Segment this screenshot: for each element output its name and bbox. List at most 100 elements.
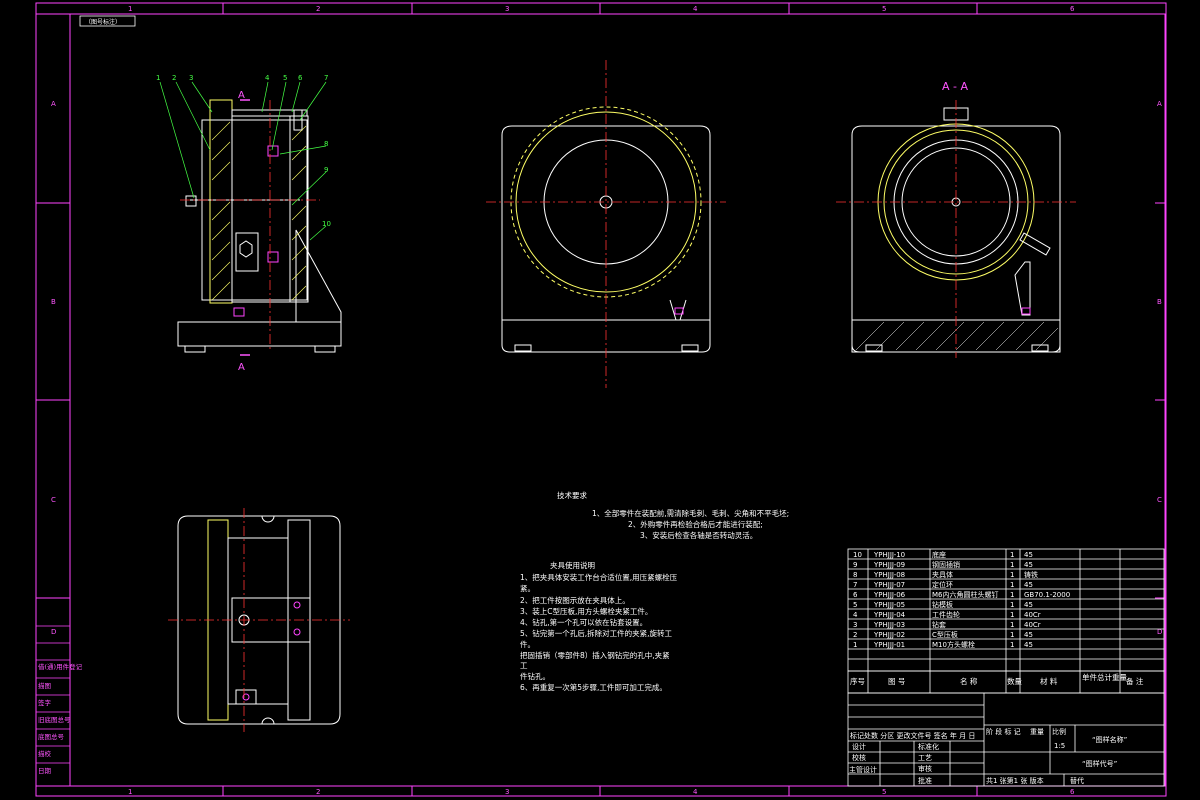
parts-row-10-qty: 1 — [1010, 551, 1014, 559]
grid-row-b: B — [51, 298, 56, 306]
tb-design: 设计 — [852, 742, 866, 751]
balloon-labels: 1 2 3 4 5 6 7 8 9 10 — [156, 74, 331, 228]
left-strip-labels: 借(通)用件登记 旧底图总号 底图总号 签字 日期 描图 描校 — [38, 662, 83, 775]
tb-weight: 重量 — [1030, 728, 1044, 736]
front-section-view — [177, 99, 342, 353]
parts-row-6-qty: 1 — [1010, 591, 1014, 599]
drawing-frame — [35, 2, 1167, 797]
grid-row-c-right: C — [1157, 496, 1162, 504]
parts-row-9-name: 钢固插销 — [932, 560, 960, 569]
strip-label-3: 底图总号 — [38, 732, 65, 741]
parts-row-10-no: 10 — [853, 551, 862, 559]
tech-item-2: 2、外购零件再检验合格后才能进行装配; — [628, 519, 763, 529]
tb-standard: 标准化 — [918, 742, 939, 751]
usage-line-4: 3、装上C型压板,用方头螺栓夹紧工件。 — [520, 606, 652, 616]
grid-row-b-right: B — [1157, 298, 1162, 306]
header-name: 名 称 — [960, 676, 978, 686]
aa-centerlines — [836, 100, 1076, 358]
header-code: 图 号 — [888, 677, 905, 686]
parts-row-8-no: 8 — [853, 571, 857, 579]
strip-label-1: 借(通)用件登记 — [38, 662, 83, 671]
usage-notes: 夹具使用说明 1、把夹具体安装工作台合适位置,用压紧螺栓压 紧。 2、把工件按图… — [520, 560, 678, 692]
balloon-9: 9 — [324, 166, 328, 174]
parts-row-6-code: YPHJJJ-06 — [873, 591, 906, 599]
parts-row-2-no: 2 — [853, 631, 857, 639]
top-left-stamp: （图号标注） — [79, 15, 136, 27]
balloon-10: 10 — [322, 220, 331, 228]
usage-title: 夹具使用说明 — [550, 560, 595, 570]
tb-check: 校核 — [852, 753, 866, 762]
usage-line-2: 紧。 — [520, 584, 535, 593]
tb-scale: 1:5 — [1054, 742, 1065, 750]
tb-review: 审核 — [918, 764, 932, 773]
parts-row-9-qty: 1 — [1010, 561, 1014, 569]
parts-row-7-no: 7 — [853, 581, 857, 589]
tb-replace: 替代 — [1070, 776, 1084, 785]
grid-row-a: A — [51, 100, 56, 108]
tb-drawing-code: “图样代号” — [1082, 759, 1117, 768]
usage-line-7: 件。 — [520, 639, 535, 649]
grid-row-d: D — [51, 628, 56, 636]
parts-row-3-qty: 1 — [1010, 621, 1014, 629]
parts-row-3-name: 钻套 — [932, 620, 946, 629]
parts-row-2-code: YPHJJJ-02 — [873, 631, 905, 639]
usage-line-11: 6、再重复一次第5步骤,工件即可加工完成。 — [520, 682, 667, 692]
parts-row-1-no: 1 — [853, 641, 857, 649]
parts-row-1-qty: 1 — [1010, 641, 1014, 649]
grid-col-3-bottom: 3 — [505, 788, 509, 796]
header-material: 材 料 — [1040, 676, 1058, 686]
parts-row-2-material: 45 — [1024, 631, 1033, 639]
parts-row-4-qty: 1 — [1010, 611, 1014, 619]
parts-list-header: 序号 图 号 名 称 数量 材 料 单件总计重量 备 注 — [850, 672, 1144, 686]
parts-row-5-name: 钻模板 — [932, 600, 953, 609]
balloon-5: 5 — [283, 74, 287, 82]
parts-row-8-name: 夹具体 — [932, 570, 953, 579]
grid-col-4-bottom: 4 — [693, 788, 698, 796]
tech-item-3: 3、安装后检查各轴是否转动灵活。 — [640, 530, 757, 540]
parts-row-2-name: C型压板 — [932, 630, 958, 639]
parts-row-2-qty: 1 — [1010, 631, 1014, 639]
balloon-3: 3 — [189, 74, 193, 82]
grid-col-5: 5 — [882, 5, 886, 13]
parts-row-3-code: YPHJJJ-03 — [873, 621, 905, 629]
parts-row-5-qty: 1 — [1010, 601, 1014, 609]
section-markers: A A — [238, 90, 250, 373]
usage-line-10: 件钻孔。 — [520, 671, 550, 681]
tb-scale-label: 比例 — [1052, 727, 1066, 736]
title-block-text: 标记处数 分区 更改文件号 签名 年 月 日 设计 校核 主管设计 标准化 工艺… — [849, 727, 1127, 785]
parts-row-3-no: 3 — [853, 621, 857, 629]
grid-col-3: 3 — [505, 5, 509, 13]
parts-row-8-code: YPHJJJ-08 — [873, 571, 905, 579]
left-strip — [36, 625, 70, 764]
parts-row-8-qty: 1 — [1010, 571, 1014, 579]
tb-mark-row: 标记处数 分区 更改文件号 签名 年 月 日 — [850, 731, 975, 740]
stamp-text: （图号标注） — [85, 18, 121, 26]
parts-row-4-material: 40Cr — [1024, 611, 1041, 619]
section-mark-bottom: A — [238, 362, 245, 373]
strip-label-2: 旧底图总号 — [38, 715, 71, 724]
parts-row-6-no: 6 — [853, 591, 858, 599]
header-remark: 备 注 — [1126, 676, 1144, 686]
strip-label-4: 签字 — [38, 698, 52, 707]
usage-line-3: 2、把工件按图示放在夹具体上。 — [520, 595, 630, 605]
front-section-hatch — [211, 121, 307, 301]
side-centerlines — [486, 60, 726, 388]
balloon-6: 6 — [298, 74, 303, 82]
header-qty: 数量 — [1007, 676, 1022, 686]
grid-col-5-bottom: 5 — [882, 788, 886, 796]
title-block-grid — [847, 692, 1165, 787]
parts-row-9-code: YPHJJJ-09 — [873, 561, 905, 569]
strip-label-7: 描校 — [38, 749, 52, 758]
parts-row-5-no: 5 — [853, 601, 857, 609]
parts-row-1-code: YPHJJJ-01 — [873, 641, 905, 649]
balloon-8: 8 — [324, 140, 328, 148]
parts-row-5-code: YPHJJJ-05 — [873, 601, 905, 609]
grid-col-6-bottom: 6 — [1070, 788, 1075, 796]
aa-section-hatch — [855, 321, 1059, 351]
grid-row-d-right: D — [1157, 628, 1162, 636]
parts-row-1-material: 45 — [1024, 641, 1033, 649]
balloon-7: 7 — [324, 74, 328, 82]
usage-line-5: 4、钻孔,第一个孔可以依在钻套设置。 — [520, 617, 647, 627]
parts-row-8-material: 铸铁 — [1024, 570, 1038, 579]
